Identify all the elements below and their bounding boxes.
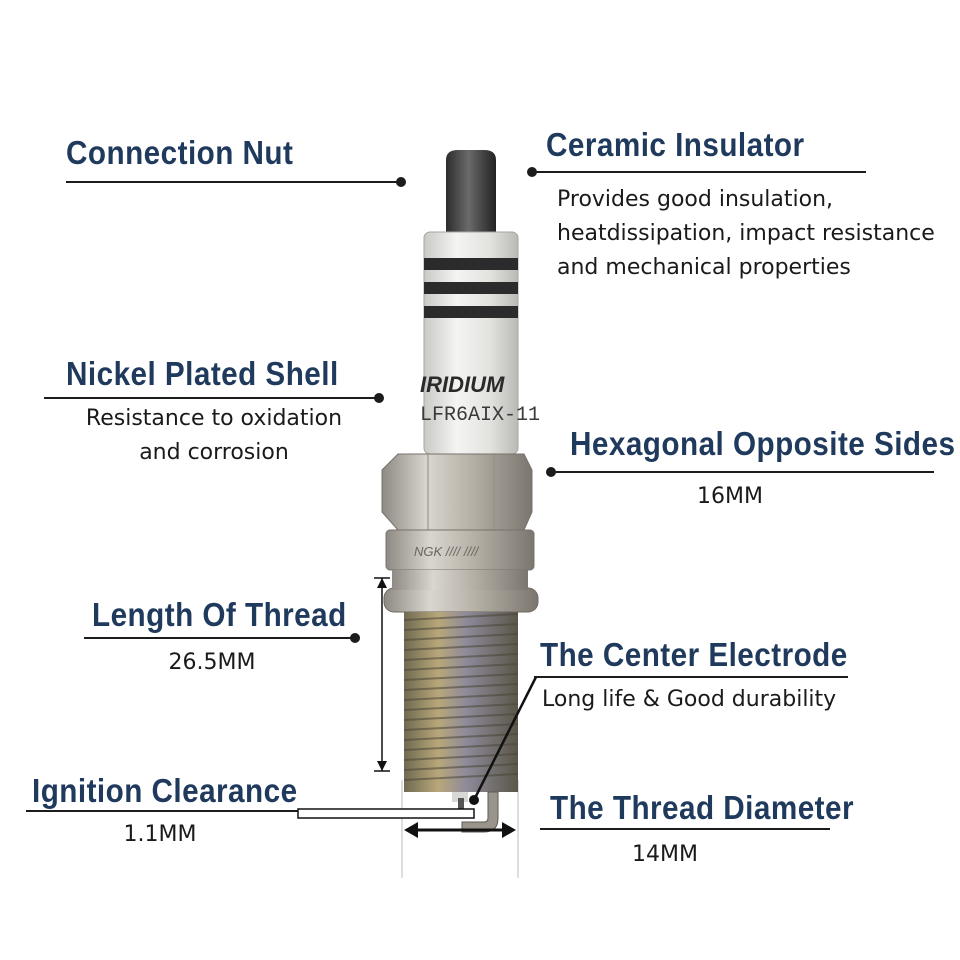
ignition-clearance-title: Ignition Clearance	[32, 772, 298, 809]
ceramic-insulator-callout-line	[532, 171, 866, 173]
length-of-thread-callout-line	[84, 637, 356, 639]
nickel-plated-shell-title: Nickel Plated Shell	[66, 355, 339, 392]
plug-model-text: LFR6AIX-11	[420, 404, 540, 427]
ceramic-insulator-desc-line-2: heatdissipation, impact resistance	[557, 221, 935, 246]
ground-electrode-shape	[461, 791, 499, 833]
svg-text:NGK //// ////: NGK //// ////	[414, 544, 480, 559]
hexagonal-opposite-sides-callout-line	[552, 471, 934, 473]
ceramic-insulator-callout-dot	[527, 167, 537, 177]
nickel-plated-shell-desc-line-1: Resistance to oxidation	[85, 406, 343, 431]
length-of-thread-title: Length Of Thread	[92, 596, 347, 633]
connection-nut-callout-dot	[396, 177, 406, 187]
ignition-clearance-callout-line	[26, 810, 298, 812]
ignition-clearance-value: 1.1MM	[123, 822, 197, 847]
ceramic-insulator-desc-line-3: and mechanical properties	[557, 255, 851, 280]
thread-shape	[404, 612, 518, 792]
ceramic-insulator-title: Ceramic Insulator	[546, 126, 805, 163]
connection-nut-title: Connection Nut	[66, 134, 294, 171]
hexagonal-opposite-sides-title: Hexagonal Opposite Sides	[570, 425, 956, 462]
connection-nut-shape	[446, 150, 496, 232]
thread-diameter-value: 14MM	[632, 842, 698, 867]
insulator-rib-1	[424, 258, 518, 270]
thread-diameter-callout-line	[540, 828, 830, 830]
hexagonal-opposite-sides-value: 16MM	[697, 484, 763, 509]
center-electrode-title: The Center Electrode	[540, 636, 848, 673]
length-of-thread-value: 26.5MM	[168, 650, 256, 675]
ceramic-insulator-desc-line-1: Provides good insulation,	[557, 187, 834, 212]
insulator-rib-2	[424, 282, 518, 294]
insulator-rib-3	[424, 306, 518, 318]
center-electrode-tip	[458, 798, 464, 810]
nickel-plated-shell-callout-line	[44, 397, 380, 399]
plug-brand-text: IRIDIUM	[420, 372, 505, 397]
thread-diameter-title: The Thread Diameter	[550, 789, 854, 826]
nickel-plated-shell-callout-dot	[374, 393, 384, 403]
connection-nut-callout-line	[66, 181, 402, 183]
thread-lines	[403, 613, 519, 781]
nickel-plated-shell-desc-line-2: and corrosion	[139, 440, 289, 465]
hexagonal-opposite-sides-callout-dot	[546, 467, 556, 477]
center-electrode-callout-line	[534, 676, 848, 678]
center-electrode-desc: Long life & Good durability	[542, 687, 837, 712]
length-of-thread-callout-dot	[350, 633, 360, 643]
